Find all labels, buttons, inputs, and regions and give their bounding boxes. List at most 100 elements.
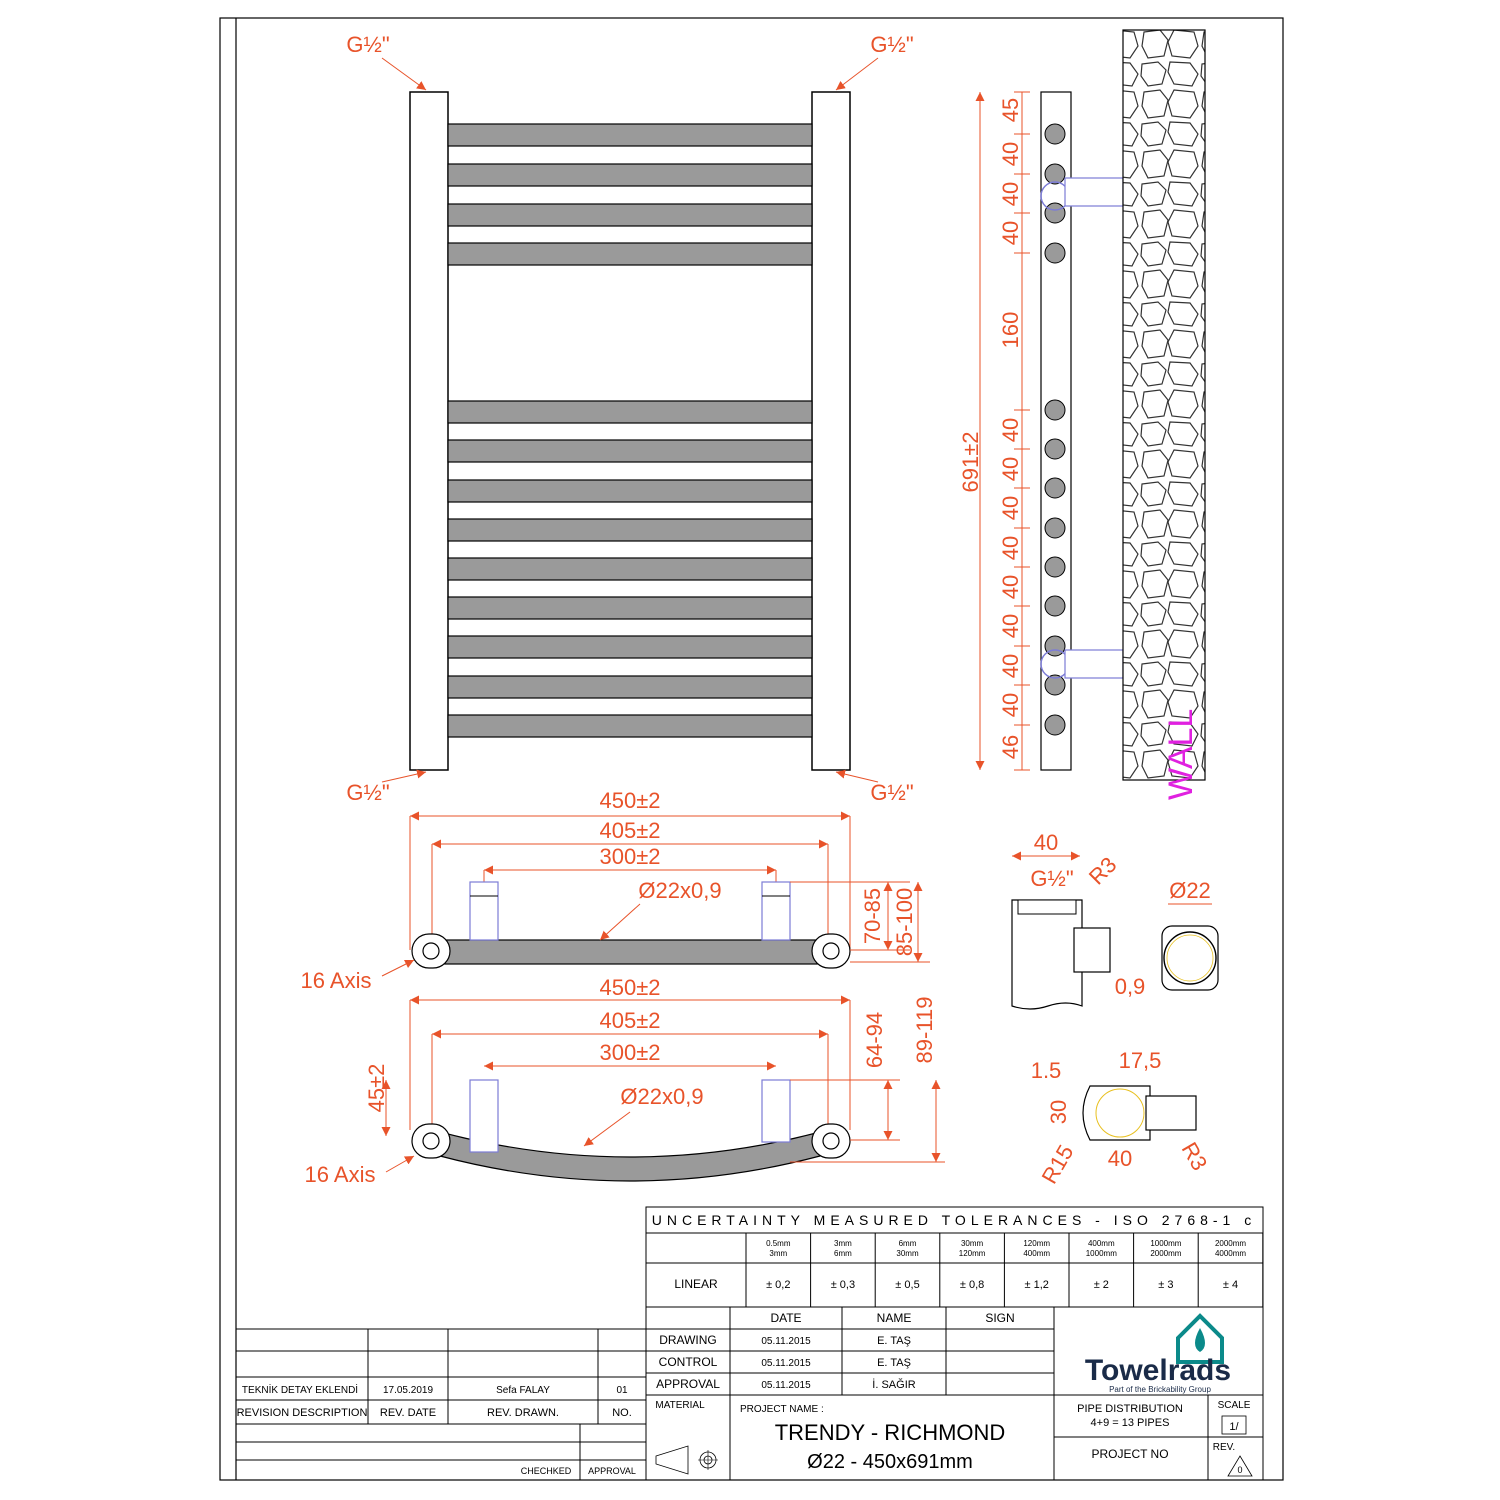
signoff-table: DATE NAME SIGN DRAWING 05.11.2015 E. TAŞ… (645, 1306, 1055, 1396)
towel-bar (447, 714, 813, 738)
arrow-bl (381, 769, 427, 783)
detail2-radius-large: R15 (1037, 1141, 1079, 1188)
tolerance-value: ± 0,3 (831, 1279, 855, 1291)
bar-end (1044, 635, 1066, 657)
project-name: TRENDY - RICHMOND (775, 1420, 1006, 1445)
arrow-tl (381, 57, 427, 91)
top-rail (439, 939, 831, 965)
signoff-header-date: DATE (770, 1311, 801, 1325)
depth-85-100: 85-100 (892, 888, 917, 957)
tolerance-range-hi: 2000mm (1150, 1249, 1181, 1258)
rev-value: 0 (1237, 1465, 1242, 1475)
tolerance-value: ± 0,2 (766, 1279, 790, 1291)
tolerance-range-lo: 3mm (834, 1239, 852, 1248)
wall-label: WALL (1162, 709, 1200, 800)
segment-dim: 40 (998, 182, 1023, 206)
bar-end (1044, 477, 1066, 499)
revision-header-date: REV. DATE (380, 1407, 436, 1419)
detail1-thread: G½" (1030, 866, 1073, 891)
tolerance-range-lo: 6mm (899, 1239, 917, 1248)
tolerance-range-lo: 120mm (1023, 1239, 1050, 1248)
segment-dim: 45 (998, 98, 1023, 122)
bar-end (1044, 399, 1066, 421)
side-bar-ends (1040, 123, 1070, 736)
towel-bar (447, 675, 813, 699)
detail2-offset: 1.5 (1031, 1058, 1062, 1083)
curved-depth-64-94: 64-94 (862, 1012, 887, 1068)
signoff-drawing-date: 05.11.2015 (761, 1336, 811, 1347)
curved-rise: 45±2 (364, 1064, 389, 1113)
arrow-br (835, 769, 879, 783)
dim-405: 405±2 (599, 818, 660, 843)
bar-end (1044, 714, 1066, 736)
overall-height: 691±2 (958, 431, 983, 492)
towel-bar (447, 635, 813, 659)
axis-label-curved: 16 Axis (305, 1162, 376, 1187)
towel-bar (447, 123, 813, 147)
rev-triangle-icon (1227, 1455, 1253, 1477)
towel-bar (447, 439, 813, 463)
signoff-header-sign: SIGN (985, 1311, 1014, 1325)
bar-end (1044, 123, 1066, 145)
segment-dim: 40 (998, 614, 1023, 638)
signoff-control-label: CONTROL (659, 1355, 718, 1369)
rev-label: REV. (1213, 1442, 1235, 1453)
brand-logo: Towelrads Part of the Brickability Group (1053, 1306, 1264, 1396)
segment-dim: 40 (998, 457, 1023, 481)
detail1-pipe (1073, 927, 1111, 973)
tolerance-range-hi: 400mm (1023, 1249, 1050, 1258)
material-label: MATERIAL (655, 1400, 705, 1411)
projection-cone-icon (655, 1445, 689, 1475)
tolerance-range-lo: 400mm (1088, 1239, 1115, 1248)
segment-dim: 40 (998, 693, 1023, 717)
revision-description: TEKNİK DETAY EKLENDİ (242, 1383, 358, 1396)
signoff-drawing-label: DRAWING (659, 1333, 717, 1347)
detail1-diameter: Ø22 (1169, 878, 1211, 903)
front-bars (447, 123, 813, 738)
bar-end (1044, 556, 1066, 578)
right-upright (811, 91, 851, 771)
tolerance-range-hi: 120mm (959, 1249, 986, 1258)
tolerance-value: ± 0,8 (960, 1279, 984, 1291)
detail2-width-b: 40 (1108, 1146, 1132, 1171)
tolerance-table: UNCERTAINTY MEASURED TOLERANCES - ISO 27… (645, 1206, 1264, 1308)
tolerance-range-hi: 30mm (896, 1249, 919, 1258)
tolerance-value: ± 3 (1158, 1279, 1173, 1291)
tolerance-range-lo: 30mm (961, 1239, 984, 1248)
bar-end (1044, 517, 1066, 539)
towel-bar (447, 557, 813, 581)
tolerance-range-hi: 4000mm (1215, 1249, 1246, 1258)
pipe-distribution: 4+9 = 13 PIPES (1091, 1417, 1170, 1429)
signoff-approval-label: APPROVAL (656, 1377, 720, 1391)
towel-bar (447, 479, 813, 503)
segment-dim: 40 (998, 536, 1023, 560)
scale-label: SCALE (1218, 1400, 1251, 1411)
curved-pipe-spec: Ø22x0,9 (620, 1084, 703, 1109)
dim-450: 450±2 (599, 788, 660, 813)
segment-dim: 40 (998, 496, 1023, 520)
bar-end (1044, 163, 1066, 185)
segment-dim: 40 (998, 142, 1023, 166)
approval-label: APPROVAL (588, 1466, 636, 1476)
tolerance-value: ± 2 (1094, 1279, 1109, 1291)
towel-bar (447, 518, 813, 542)
wall-bracket-bottom (1064, 649, 1124, 679)
detail-end-cap: 1.5 17,5 30 40 R15 R3 (1031, 1048, 1213, 1188)
tolerance-range-lo: 2000mm (1215, 1239, 1246, 1248)
pipe-distribution-label: PIPE DISTRIBUTION (1077, 1403, 1183, 1415)
towel-bar (447, 163, 813, 187)
tolerance-range-lo: 1000mm (1150, 1239, 1181, 1248)
tolerance-range-lo: 0.5mm (766, 1239, 791, 1248)
project-name-label: PROJECT NAME : (740, 1404, 824, 1415)
signoff-approval-name: İ. SAĞIR (872, 1378, 915, 1391)
thread-label-tr: G½" (870, 32, 913, 57)
curved-bracket-left (469, 1079, 499, 1153)
tolerance-range-hi: 6mm (834, 1249, 852, 1258)
tolerance-range-hi: 3mm (769, 1249, 787, 1258)
revision-header-description: REVISION DESCRIPTION (237, 1407, 368, 1419)
revision-header-drawn: REV. DRAWN. (487, 1407, 559, 1419)
thread-label-bl: G½" (346, 780, 389, 805)
